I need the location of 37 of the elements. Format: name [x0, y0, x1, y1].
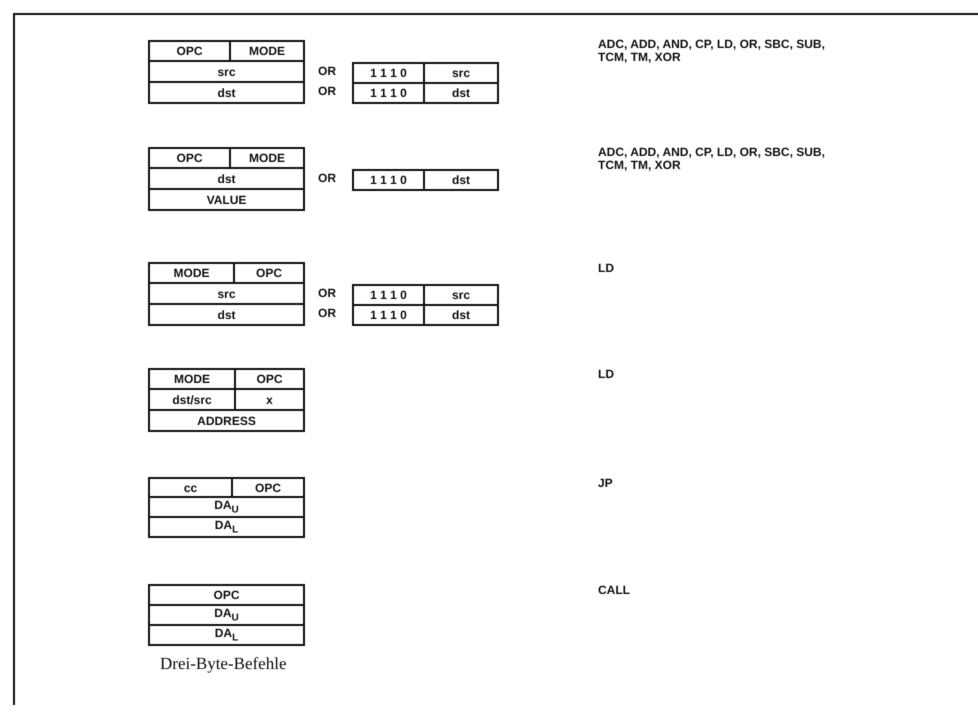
mnemonic-list: ADC, ADD, AND, CP, LD, OR, SBC, SUB, TCM, TM, XOR: [598, 38, 828, 64]
field-cell: OPC: [148, 584, 305, 606]
field-cell: DA$_{U}$: [148, 496, 305, 518]
field-cell: OPC: [233, 262, 305, 284]
mnemonic-list: JP: [598, 477, 828, 490]
field-cell: dst: [423, 169, 499, 191]
field-cell: src: [148, 60, 305, 83]
or-label: OR: [318, 85, 336, 98]
mnemonic-list: LD: [598, 368, 828, 381]
field-cell: VALUE: [148, 188, 305, 211]
field-cell: src: [423, 62, 499, 84]
field-cell: MODE: [229, 147, 305, 169]
or-label: OR: [318, 307, 336, 320]
field-cell: DA$_{L}$: [148, 624, 305, 646]
field-cell: 1 1 1 0: [352, 304, 425, 326]
field-cell: src: [148, 282, 305, 305]
or-label: OR: [318, 287, 336, 300]
field-cell: dst: [423, 82, 499, 104]
field-cell: 1 1 1 0: [352, 82, 425, 104]
field-cell: dst: [148, 81, 305, 104]
or-label: OR: [318, 172, 336, 185]
field-cell: dst: [148, 303, 305, 326]
field-cell: OPC: [234, 368, 305, 390]
or-label: OR: [318, 65, 336, 78]
mnemonic-list: CALL: [598, 584, 828, 597]
mnemonic-list: LD: [598, 262, 828, 275]
field-cell: MODE: [229, 40, 305, 62]
field-cell: 1 1 1 0: [352, 169, 425, 191]
caption: Drei-Byte-Befehle: [160, 654, 286, 674]
field-cell: DA$_{U}$: [148, 604, 305, 626]
field-cell: dst: [423, 304, 499, 326]
field-cell: src: [423, 284, 499, 306]
mnemonic-list: ADC, ADD, AND, CP, LD, OR, SBC, SUB, TCM, TM, XOR: [598, 146, 828, 172]
field-cell: OPC: [231, 477, 305, 498]
field-cell: dst: [148, 167, 305, 190]
field-cell: DA$_{L}$: [148, 516, 305, 538]
field-cell: ADDRESS: [148, 409, 305, 432]
